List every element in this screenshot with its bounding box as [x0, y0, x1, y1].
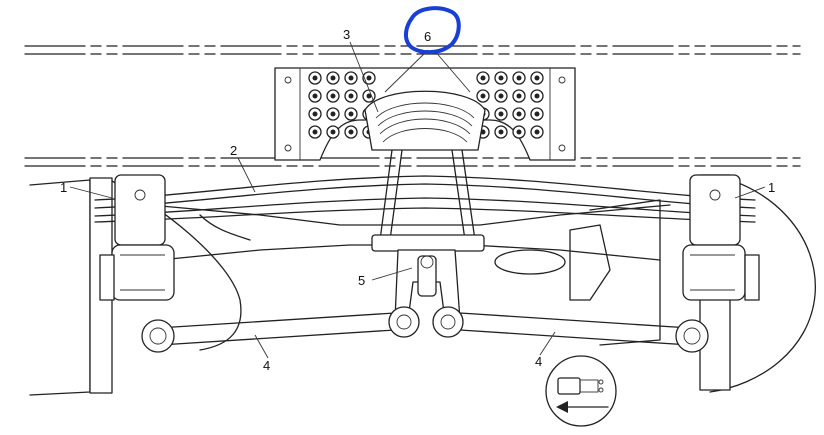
bolt-center [330, 111, 336, 117]
bolt-center [330, 93, 336, 99]
bolt-center [312, 111, 318, 117]
callout-5: 5 [358, 273, 365, 288]
spring-seat-bump-stop [364, 90, 486, 151]
bolt-center [480, 93, 486, 99]
bolt-center [516, 111, 522, 117]
callout-2: 2 [230, 143, 237, 158]
center-bracket [394, 249, 461, 321]
callout-1-left: 1 [60, 180, 67, 195]
bolt-center [534, 129, 540, 135]
left-spring-hanger [99, 174, 175, 301]
right-torque-rod [432, 306, 709, 353]
vehicle-direction-arrow-icon [545, 355, 617, 427]
bolt-center [348, 129, 354, 135]
bolt-center [498, 111, 504, 117]
bolt-center [312, 129, 318, 135]
callout-leaders [69, 41, 766, 359]
frame-rail-bottom [24, 157, 801, 167]
callout-4-right: 4 [535, 354, 542, 369]
bolt-center [366, 93, 372, 99]
bolt-center [516, 75, 522, 81]
bolt-center [480, 75, 486, 81]
bolt-center [516, 93, 522, 99]
left-torque-rod [141, 306, 420, 353]
right-spring-hanger [682, 174, 760, 301]
bolt-center [534, 75, 540, 81]
leaf-spring [94, 175, 756, 223]
callout-3: 3 [343, 27, 350, 42]
callout-4-left: 4 [263, 358, 270, 373]
bolt-center [312, 93, 318, 99]
bolt-center [366, 75, 372, 81]
bolt-center [348, 111, 354, 117]
bolt-center [330, 75, 336, 81]
bolt-center [516, 129, 522, 135]
bolt-center [312, 75, 318, 81]
highlight-circle [403, 6, 461, 55]
bolt-center [498, 129, 504, 135]
bolt-center [534, 111, 540, 117]
callout-6-leaders [384, 49, 471, 93]
frame-rail-top [24, 45, 801, 55]
bolt-center [498, 75, 504, 81]
bolt-center [348, 93, 354, 99]
bolt-center [534, 93, 540, 99]
callout-1-right: 1 [768, 180, 775, 195]
u-bolts [371, 149, 485, 252]
bolt-center [348, 75, 354, 81]
callout-6: 6 [424, 29, 431, 44]
bolt-center [330, 129, 336, 135]
bolt-center [498, 93, 504, 99]
